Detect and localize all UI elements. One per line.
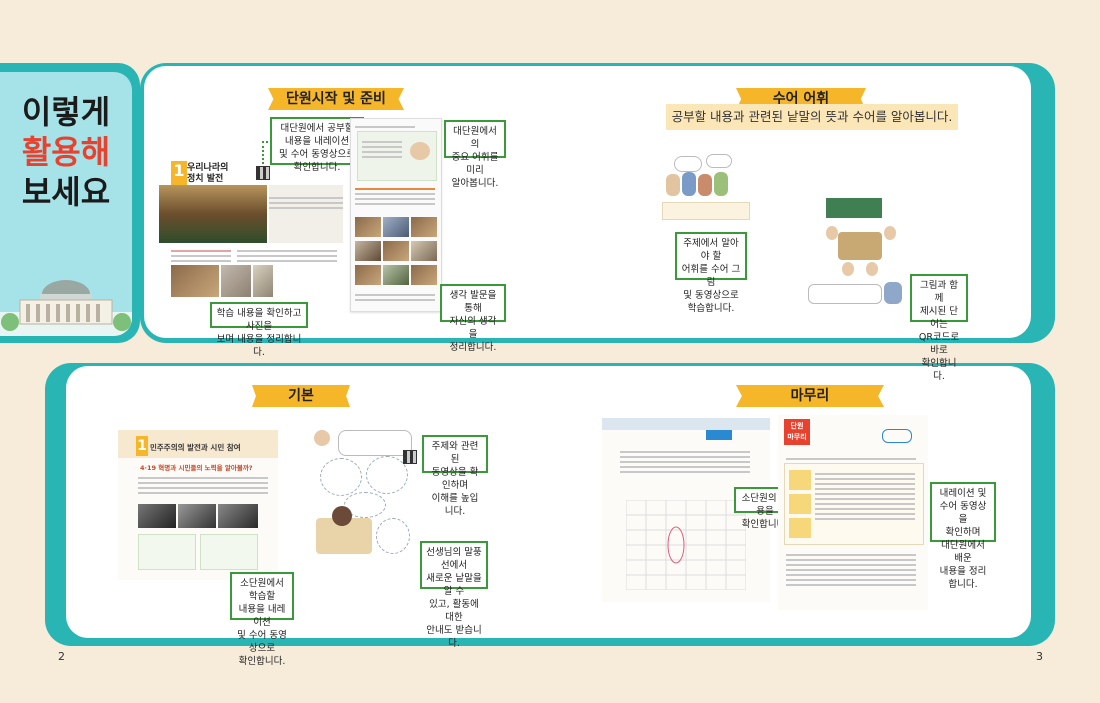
word-search-grid <box>626 500 746 590</box>
vocab-illustration-left <box>660 152 750 224</box>
vocab-illustration-right <box>808 196 910 306</box>
side-title: 이렇게 활용해 보세요 <box>0 92 132 212</box>
connector-unit-video <box>262 141 272 168</box>
side-tab-inner <box>0 72 132 336</box>
unit-start-page: 1 우리나라의 정치 발전 <box>157 155 345 310</box>
page-number-left: 2 <box>58 650 65 663</box>
side-title-line3: 보세요 <box>21 173 111 211</box>
basic-subtitle: 4·19 혁명과 시민들의 노력을 알아볼까? <box>140 464 253 472</box>
page-number-right: 3 <box>1036 650 1043 663</box>
unit-title-2: 정치 발전 <box>187 174 224 184</box>
unit-number: 1 <box>171 161 187 187</box>
teacher-illustration <box>312 428 412 568</box>
finish-tag-2: 마무리 <box>787 433 807 441</box>
qr-code-icon-basic <box>403 450 417 464</box>
banner-finish: 마무리 <box>736 385 884 407</box>
national-assembly-illustration <box>0 280 132 336</box>
basic-page: 1 민주주의의 발전과 시민 참여 4·19 혁명과 시민들의 노력을 알아볼까… <box>118 430 278 580</box>
side-title-line1: 이렇게 <box>21 93 111 131</box>
banner-basic: 기본 <box>252 385 350 407</box>
banner-unit-start: 단원시작 및 준비 <box>268 88 404 110</box>
side-title-line2: 활용해 <box>21 133 111 171</box>
vocab-subtitle: 공부할 내용과 관련된 낱말의 뜻과 수어를 알아봅니다. <box>666 104 958 130</box>
unit-summary-page: 단원 마무리 <box>778 415 928 610</box>
finish-tag-1: 단원 <box>790 422 804 430</box>
vocab-preview-page <box>350 118 442 312</box>
basic-number: 1 <box>136 436 148 456</box>
unit-title-1: 우리나라의 <box>187 163 229 173</box>
assembly-photo <box>159 185 267 243</box>
qr-code-icon <box>256 166 270 180</box>
basic-title: 민주주의의 발전과 시민 참여 <box>150 443 241 452</box>
